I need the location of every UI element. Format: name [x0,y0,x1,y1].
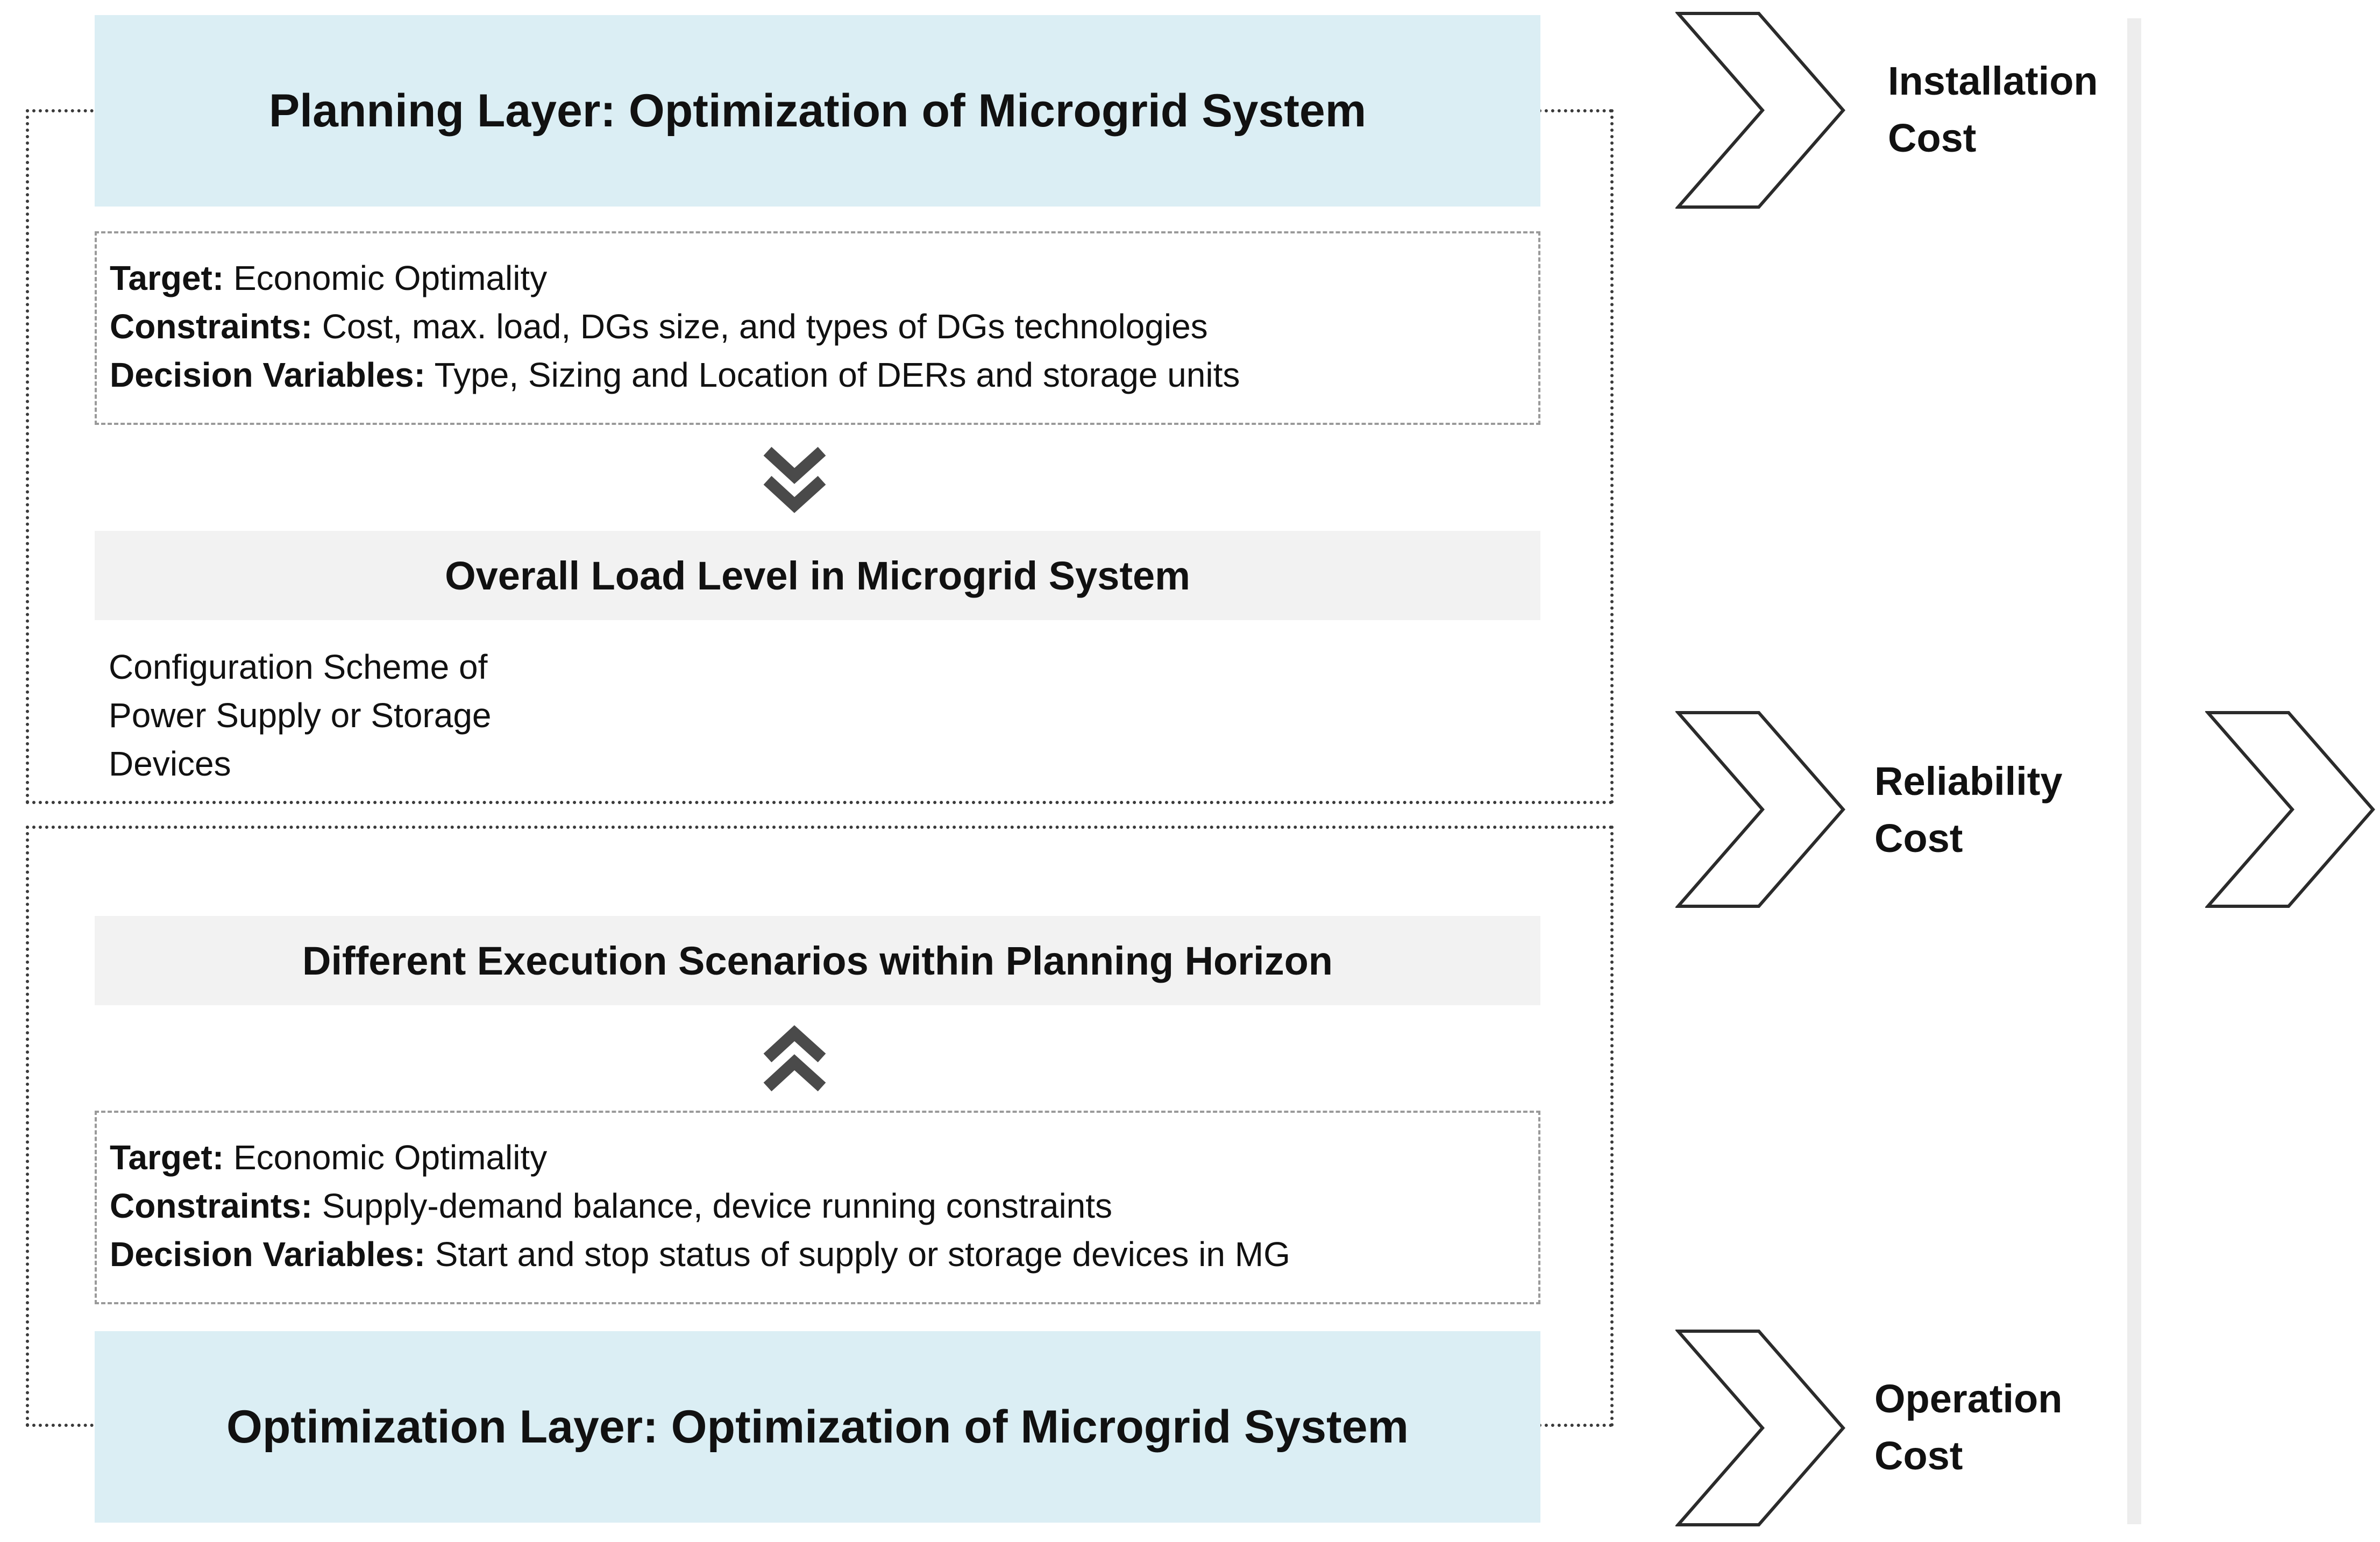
reliability-cost-line-1: Reliability [1874,759,2063,804]
operation-chevron-icon [1675,1330,1845,1526]
planning-constraints-value: Cost, max. load, DGs size, and types of … [312,307,1208,346]
planning-target-label: Target: [110,259,224,297]
load-level-title: Overall Load Level in Microgrid System [445,553,1190,598]
optimization-constraints-line: Constraints: Supply-demand balance, devi… [110,1182,1525,1230]
installation-cost-line-2: Cost [1888,116,1977,160]
installation-cost-line-1: Installation [1888,59,2098,103]
configuration-line-3: Devices [109,744,231,783]
load-level-band: Overall Load Level in Microgrid System [95,531,1540,620]
planning-info-box: Target: Economic Optimality Constraints:… [95,231,1540,425]
optimization-target-value: Economic Optimality [224,1138,548,1177]
optimization-layer-title: Optimization Layer: Optimization of Micr… [95,1331,1540,1523]
operation-cost-label: Operation Cost [1874,1370,2106,1484]
planning-constraints-line: Constraints: Cost, max. load, DGs size, … [110,302,1525,351]
optimization-constraints-value: Supply-demand balance, device running co… [312,1186,1113,1225]
operation-cost-line-1: Operation [1874,1376,2063,1421]
total-cost-chevron-icon [2205,711,2375,908]
configuration-line-2: Power Supply or Storage [109,696,492,735]
configuration-scheme-text: Configuration Scheme of Power Supply or … [109,643,646,788]
reliability-cost-line-2: Cost [1874,816,1963,861]
installation-cost-label: Installation Cost [1888,53,2119,167]
optimization-target-line: Target: Economic Optimality [110,1133,1525,1182]
installation-chevron-icon [1675,12,1845,209]
cost-side-bar [2127,18,2141,1524]
optimization-target-label: Target: [110,1138,224,1177]
planning-decision-label: Decision Variables: [110,356,425,394]
planning-target-line: Target: Economic Optimality [110,254,1525,302]
optimization-info-box: Target: Economic Optimality Constraints:… [95,1111,1540,1304]
planning-layer-title: Planning Layer: Optimization of Microgri… [95,15,1540,207]
optimization-decision-line: Decision Variables: Start and stop statu… [110,1230,1525,1278]
planning-constraints-label: Constraints: [110,307,312,346]
reliability-cost-label: Reliability Cost [1874,753,2106,867]
planning-decision-value: Type, Sizing and Location of DERs and st… [425,356,1240,394]
reliability-chevron-icon [1675,711,1845,908]
configuration-line-1: Configuration Scheme of [109,648,488,686]
planning-layer-title-text: Planning Layer: Optimization of Microgri… [268,84,1367,137]
optimization-decision-label: Decision Variables: [110,1235,425,1274]
planning-decision-line: Decision Variables: Type, Sizing and Loc… [110,351,1525,399]
planning-target-value: Economic Optimality [224,259,548,297]
operation-cost-line-2: Cost [1874,1433,1963,1478]
optimization-layer-title-text: Optimization Layer: Optimization of Micr… [226,1401,1409,1453]
execution-scenarios-title: Different Execution Scenarios within Pla… [302,938,1333,983]
double-chevron-up-icon [763,1025,826,1092]
optimization-decision-value: Start and stop status of supply or stora… [425,1235,1290,1274]
optimization-constraints-label: Constraints: [110,1186,312,1225]
execution-scenarios-band: Different Execution Scenarios within Pla… [95,916,1540,1005]
double-chevron-down-icon [763,446,826,513]
